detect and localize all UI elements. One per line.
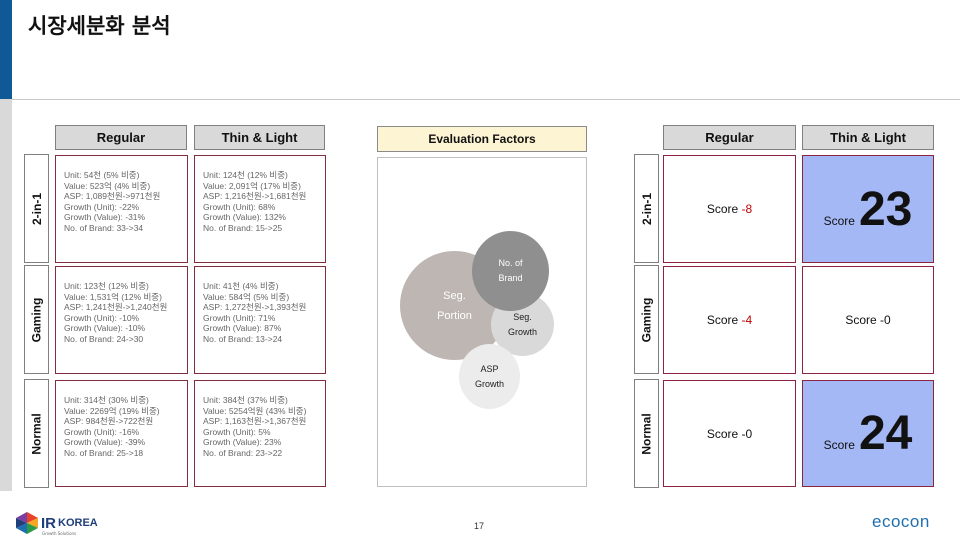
segment-cell-gaming-thin: Unit: 41천 (4% 비중) Value: 584억 (5% 비중) AS… [194,266,326,374]
cell-line: Growth (Unit): -16% [64,426,140,437]
left-row-header-gaming: Gaming [24,265,49,374]
bubble-label: ASP Growth [474,363,504,389]
ir-korea-logo-mark-icon [16,512,38,534]
score-value: 24 [858,407,913,460]
score-label: Score [845,313,877,327]
right-row-header-gaming: Gaming [634,265,659,374]
cell-line: Value: 5254억원 (43% 비중) [203,405,307,416]
cell-line: ASP: 1,241천원->1,240천원 [64,302,168,312]
title-accent-bar [0,0,12,99]
cell-line: No. of Brand: 25->18 [64,447,144,458]
segment-cell-gaming-regular: Unit: 123천 (12% 비중) Value: 1,531억 (12% 비… [55,266,188,374]
score-cell-2in1-regular: Score -8 [663,155,796,263]
cell-line: Unit: 384천 (37% 비중) [203,395,288,405]
right-row-header-2in1: 2-in-1 [634,154,659,263]
cell-line: Value: 584억 (5% 비중) [203,291,290,302]
score-value: 23 [858,182,913,236]
cell-line: ASP: 1,216천원->1,681천원 [203,191,307,201]
bubble-label: Seg. Growth [507,311,537,337]
left-col-header-regular: Regular [55,125,187,150]
score-label: Score [706,202,739,216]
score-value: -0 [880,313,891,327]
left-row-header-normal: Normal [24,379,49,488]
left-col-header-thin-light: Thin & Light [194,125,325,150]
score-label: Score [823,438,855,452]
score-cell-gaming-thin: Score -0 [802,266,934,374]
cell-line: Growth (Value): -39% [64,437,146,447]
cell-line: Growth (Value): 23% [203,437,282,447]
cell-line: Unit: 54천 (5% 비중) [64,170,140,180]
segment-cell-2in1-thin: Unit: 124천 (12% 비중) Value: 2,091억 (17% 비… [194,155,326,263]
cell-line: Growth (Unit): -22% [64,201,140,212]
bubble-asp-growth: ASP Growth [459,344,520,409]
left-row-header-2in1: 2-in-1 [24,154,49,263]
cell-line: Growth (Unit): 71% [203,312,276,323]
cell-line: Growth (Value): -31% [64,212,146,222]
row-label: Gaming [639,297,654,342]
ecocon-logo: ecocon [872,512,930,531]
right-col-header-regular: Regular [663,125,796,150]
cell-line: Unit: 123천 (12% 비중) [64,281,149,291]
score-value: -4 [741,313,753,327]
score-cell-gaming-regular: Score -4 [663,266,796,374]
cell-line: Growth (Unit): 5% [203,426,271,437]
cell-line: ASP: 1,163천원->1,367천원 [203,416,307,426]
evaluation-factors-header: Evaluation Factors [377,126,587,152]
ir-korea-logo-tagline: Growth Solutions [42,531,77,536]
score-label: Score [823,214,855,228]
cell-line: Growth (Value): -10% [64,323,146,333]
cell-line: Growth (Value): 87% [203,323,282,333]
cell-line: ASP: 984천원->722천원 [64,416,154,426]
cell-line: No. of Brand: 15->25 [203,222,283,233]
page-title: 시장세분화 분석 [28,14,171,38]
cell-line: ASP: 1,089천원->971천원 [64,191,161,201]
cell-line: No. of Brand: 33->34 [64,222,144,233]
ir-korea-logo: IR KOREA Growth Solutions [16,512,98,536]
title-divider [12,99,960,100]
bubble-no-of-brand: No. of Brand [472,231,549,311]
row-label: Normal [639,412,654,455]
cell-line: ASP: 1,272천원->1,393천원 [203,302,307,312]
row-label: 2-in-1 [639,192,654,225]
segment-cell-normal-regular: Unit: 314천 (30% 비중) Value: 2269억 (19% 비중… [55,380,188,487]
cell-line: Unit: 41천 (4% 비중) [203,281,279,291]
score-label: Score [706,426,739,441]
cell-line: Unit: 314천 (30% 비중) [64,395,149,405]
cell-line: No. of Brand: 13->24 [203,333,283,344]
right-row-header-normal: Normal [634,379,659,488]
bubble-label: No. of Brand [498,258,523,283]
bubble-label: Seg. Portion [437,289,472,322]
cell-line: Unit: 124천 (12% 비중) [203,170,288,180]
cell-line: Value: 2,091억 (17% 비중) [203,180,301,191]
ir-korea-logo-subtext: KOREA [58,517,98,529]
score-label: Score [706,313,739,327]
cell-line: Growth (Unit): -10% [64,312,140,323]
row-label: 2-in-1 [29,192,44,225]
ir-korea-logo-text: IR [41,514,56,532]
right-col-header-thin-light: Thin & Light [802,125,934,150]
page-number: 17 [474,521,485,531]
row-label: Gaming [29,297,44,342]
cell-line: No. of Brand: 23->22 [203,447,283,458]
left-side-stripe [0,99,12,491]
row-label: Normal [29,412,44,455]
cell-line: Value: 523억 (4% 비중) [64,180,151,191]
score-value: -8 [741,202,753,216]
cell-line: Growth (Value): 132% [203,212,286,222]
segment-cell-normal-thin: Unit: 384천 (37% 비중) Value: 5254억원 (43% 비… [194,380,326,487]
score-cell-normal-regular: Score -0 [663,380,796,487]
score-value: -0 [741,426,753,441]
cell-line: Value: 1,531억 (12% 비중) [64,291,162,302]
cell-line: Growth (Unit): 68% [203,201,276,212]
evaluation-factors-panel: Seg. Portion Seg. Growth No. of Brand AS… [377,157,587,487]
cell-line: No. of Brand: 24->30 [64,333,144,344]
cell-line: Value: 2269억 (19% 비중) [64,405,160,416]
segment-cell-2in1-regular: Unit: 54천 (5% 비중) Value: 523억 (4% 비중) AS… [55,155,188,263]
